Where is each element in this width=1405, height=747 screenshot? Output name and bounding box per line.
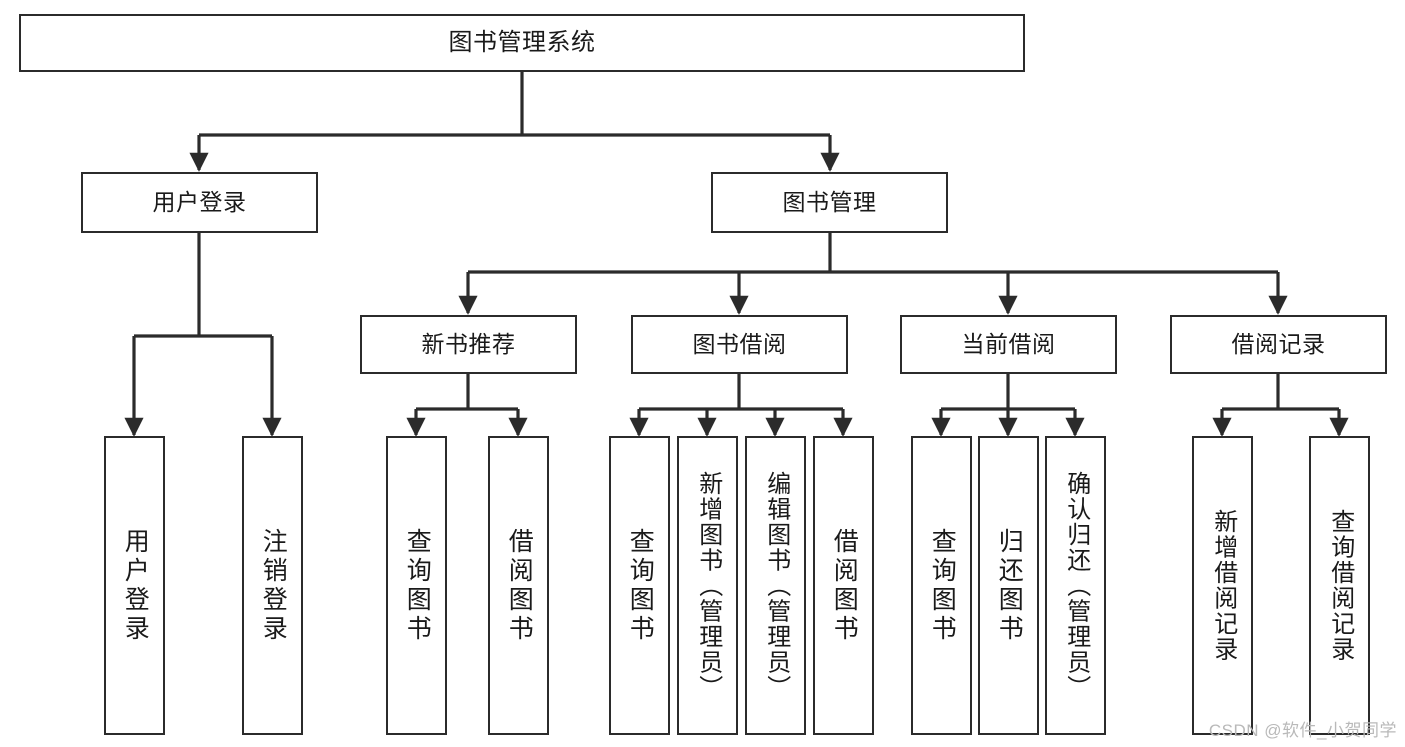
node-leaf-return-book[interactable]: 归还图书 bbox=[978, 436, 1039, 735]
node-root[interactable]: 图书管理系统 bbox=[19, 14, 1025, 72]
node-book-manage[interactable]: 图书管理 bbox=[711, 172, 948, 233]
node-user-login[interactable]: 用户登录 bbox=[81, 172, 318, 233]
node-book-manage-label: 图书管理 bbox=[782, 188, 877, 215]
node-leaf-query-record[interactable]: 查询借阅记录 bbox=[1309, 436, 1370, 735]
node-leaf-user-login[interactable]: 用户登录 bbox=[104, 436, 165, 735]
node-leaf-borrow-book-2-label: 借阅图书 bbox=[830, 527, 859, 644]
node-leaf-add-record-label: 新增借阅记录 bbox=[1209, 509, 1237, 662]
node-book-borrow[interactable]: 图书借阅 bbox=[631, 315, 848, 374]
node-book-borrow-label: 图书借阅 bbox=[692, 330, 787, 357]
node-leaf-query-book-3-label: 查询图书 bbox=[928, 527, 957, 644]
node-leaf-borrow-book-1[interactable]: 借阅图书 bbox=[488, 436, 549, 735]
node-root-label: 图书管理系统 bbox=[448, 28, 596, 56]
node-leaf-query-book-1-label: 查询图书 bbox=[403, 527, 432, 644]
node-current-borrow-label: 当前借阅 bbox=[961, 330, 1056, 357]
node-leaf-query-record-label: 查询借阅记录 bbox=[1326, 509, 1354, 662]
node-leaf-add-record[interactable]: 新增借阅记录 bbox=[1192, 436, 1253, 735]
node-leaf-confirm-return-label: 确认归还（管理员） bbox=[1062, 470, 1090, 701]
node-leaf-query-book-3[interactable]: 查询图书 bbox=[911, 436, 972, 735]
csdn-watermark: CSDN @软件_小贺同学 bbox=[1208, 721, 1397, 740]
node-leaf-borrow-book-1-label: 借阅图书 bbox=[505, 527, 534, 644]
node-new-book-rec-label: 新书推荐 bbox=[421, 330, 516, 357]
node-current-borrow[interactable]: 当前借阅 bbox=[900, 315, 1117, 374]
node-leaf-add-book-label: 新增图书（管理员） bbox=[694, 470, 722, 701]
node-user-login-label: 用户登录 bbox=[152, 188, 247, 215]
node-leaf-query-book-2[interactable]: 查询图书 bbox=[609, 436, 670, 735]
node-new-book-rec[interactable]: 新书推荐 bbox=[360, 315, 577, 374]
node-borrow-record[interactable]: 借阅记录 bbox=[1170, 315, 1387, 374]
node-leaf-user-login-label: 用户登录 bbox=[121, 527, 150, 644]
node-leaf-edit-book[interactable]: 编辑图书（管理员） bbox=[745, 436, 806, 735]
node-leaf-return-book-label: 归还图书 bbox=[995, 527, 1024, 644]
node-borrow-record-label: 借阅记录 bbox=[1231, 330, 1326, 357]
node-leaf-borrow-book-2[interactable]: 借阅图书 bbox=[813, 436, 874, 735]
node-leaf-edit-book-label: 编辑图书（管理员） bbox=[762, 470, 790, 701]
node-leaf-confirm-return[interactable]: 确认归还（管理员） bbox=[1045, 436, 1106, 735]
node-leaf-query-book-2-label: 查询图书 bbox=[626, 527, 655, 644]
node-leaf-logout-label: 注销登录 bbox=[259, 527, 288, 644]
node-leaf-query-book-1[interactable]: 查询图书 bbox=[386, 436, 447, 735]
node-leaf-add-book[interactable]: 新增图书（管理员） bbox=[677, 436, 738, 735]
node-leaf-logout[interactable]: 注销登录 bbox=[242, 436, 303, 735]
